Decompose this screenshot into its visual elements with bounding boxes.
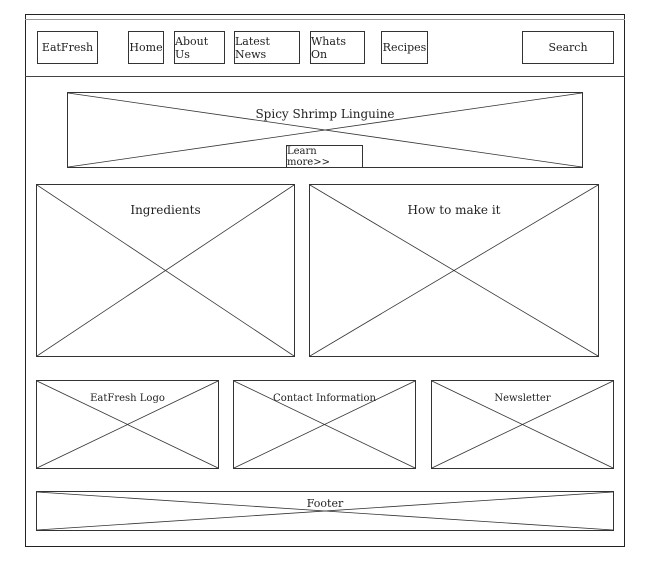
contact-panel: Contact Information — [233, 380, 416, 469]
ingredients-title: Ingredients — [130, 203, 201, 217]
logo-panel: EatFresh Logo — [36, 380, 219, 469]
nav-about-us[interactable]: About Us — [174, 31, 225, 64]
ingredients-panel: Ingredients — [36, 184, 295, 357]
hero-title: Spicy Shrimp Linguine — [255, 107, 395, 121]
header-divider — [25, 76, 625, 77]
newsletter-title: Newsletter — [494, 393, 551, 404]
contact-title: Contact Information — [273, 393, 376, 404]
placeholder-cross-icon — [37, 185, 294, 356]
how-to-title: How to make it — [407, 203, 501, 217]
placeholder-cross-icon — [68, 93, 582, 167]
placeholder-cross-icon — [37, 381, 218, 468]
newsletter-panel: Newsletter — [431, 380, 614, 469]
placeholder-cross-icon — [310, 185, 598, 356]
logo-title: EatFresh Logo — [90, 393, 165, 404]
placeholder-cross-icon — [432, 381, 613, 468]
brand-button[interactable]: EatFresh — [37, 31, 98, 64]
placeholder-cross-icon — [234, 381, 415, 468]
nav-home[interactable]: Home — [128, 31, 164, 64]
header-top-rule — [25, 19, 625, 20]
nav-latest-news[interactable]: Latest News — [234, 31, 300, 64]
how-to-panel: How to make it — [309, 184, 599, 357]
nav-recipes[interactable]: Recipes — [381, 31, 428, 64]
footer: Footer — [36, 491, 614, 531]
learn-more-button[interactable]: Learn more>> — [286, 145, 363, 168]
placeholder-cross-icon — [37, 492, 613, 530]
footer-title: Footer — [306, 497, 344, 510]
page-frame — [25, 14, 625, 547]
search-button[interactable]: Search — [522, 31, 614, 64]
nav-whats-on[interactable]: Whats On — [310, 31, 365, 64]
